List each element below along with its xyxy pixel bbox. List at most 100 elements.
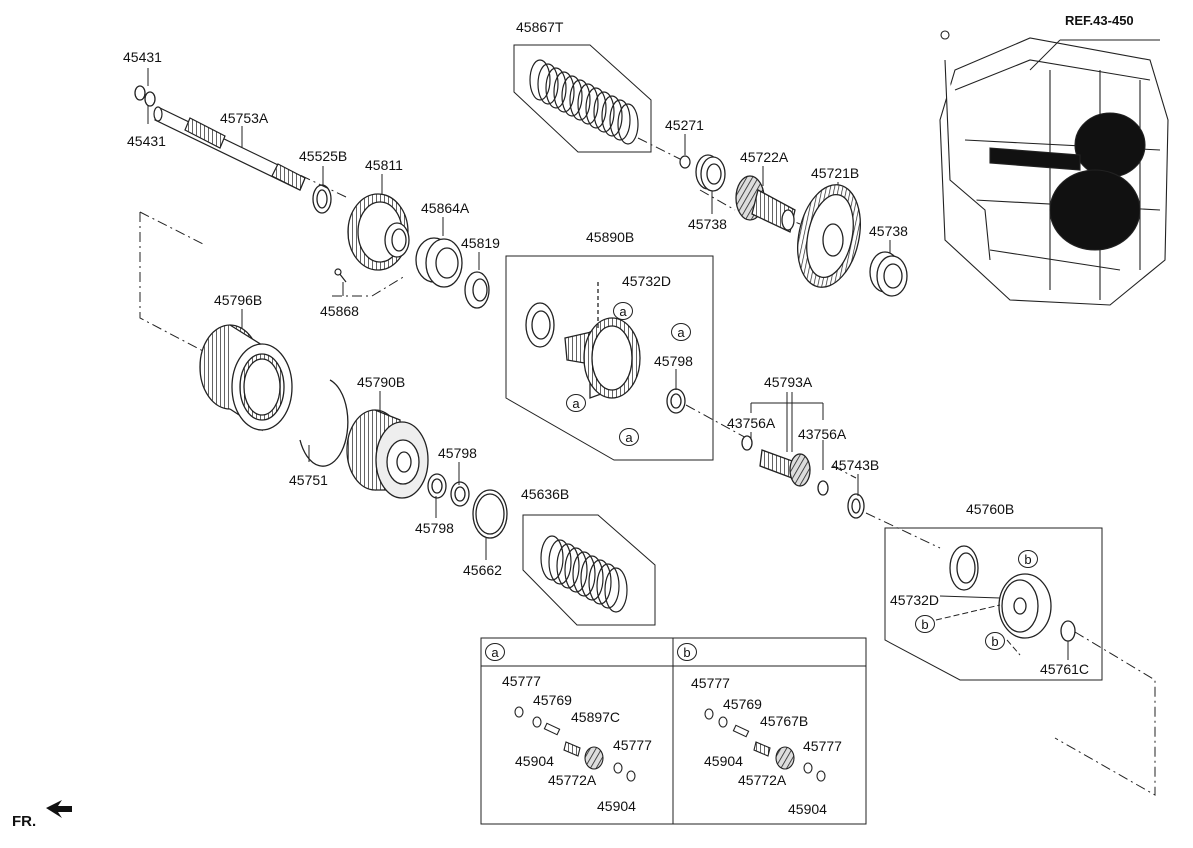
spring-45867T-drawing <box>529 59 639 145</box>
callout-b-1: b <box>1018 550 1038 568</box>
leader-45732D-b <box>939 595 1001 599</box>
detail-a-label-45904[interactable]: 45904 <box>597 798 636 814</box>
detail-b-label-45769[interactable]: 45769 <box>723 696 762 712</box>
part-label-45890B[interactable]: 45890B <box>586 229 635 245</box>
part-label-45819[interactable]: 45819 <box>461 235 500 251</box>
callout-a-4-label: a <box>625 430 633 445</box>
part-label-45732D[interactable]: 45732D <box>890 592 940 608</box>
callout-a-1-label: a <box>619 304 627 319</box>
part-label-45798[interactable]: 45798 <box>438 445 477 461</box>
part-label-45868[interactable]: 45868 <box>320 303 359 319</box>
callout-a-4: a <box>619 428 639 446</box>
spring-box-45867T <box>513 44 652 153</box>
transmission-assembly-drawing <box>939 30 1169 306</box>
detail-boxes <box>480 637 867 825</box>
leader-lines <box>147 68 1069 660</box>
differential-45890B-drawing <box>525 282 641 399</box>
callout-b-2-label: b <box>921 617 929 632</box>
detail-a-header-label: a <box>491 645 499 660</box>
callout-b-1-label: b <box>1024 552 1032 567</box>
washer-45662-drawing <box>472 489 508 539</box>
bearing-45738-drawings <box>695 154 908 297</box>
part-label-45738[interactable]: 45738 <box>688 216 727 232</box>
dash-dot-lines <box>139 137 1156 796</box>
washer-45743B-drawing <box>847 493 865 519</box>
part-label-45431[interactable]: 45431 <box>127 133 166 149</box>
callout-a-2: a <box>671 323 691 341</box>
part-label-43756A[interactable]: 43756A <box>798 426 847 442</box>
part-label-45761C[interactable]: 45761C <box>1040 661 1090 677</box>
detail-a-label-45772A[interactable]: 45772A <box>548 772 597 788</box>
dash-b1 <box>935 604 1001 621</box>
callout-a-3: a <box>566 394 586 412</box>
ring-gear-45796B-drawing <box>199 324 293 432</box>
detail-b-label-45777[interactable]: 45777 <box>691 675 730 691</box>
gear-45721B-drawing <box>797 184 861 288</box>
carrier-45760B-drawing <box>949 545 1076 642</box>
detail-a-label-45777[interactable]: 45777 <box>613 737 652 753</box>
part-label-45811[interactable]: 45811 <box>365 157 403 173</box>
part-label-45431[interactable]: 45431 <box>123 49 162 65</box>
spring-box-45636B <box>522 514 656 626</box>
detail-a-label-45777[interactable]: 45777 <box>502 673 541 689</box>
part-label-45271[interactable]: 45271 <box>665 117 704 133</box>
detail-b-parts <box>704 708 826 782</box>
snap-ring-45431-drawing <box>134 85 156 107</box>
detail-b-label-45772A[interactable]: 45772A <box>738 772 787 788</box>
carrier-box-45760B <box>884 527 1103 681</box>
detail-b-label-45904[interactable]: 45904 <box>788 801 827 817</box>
detail-a-header: a <box>485 643 505 661</box>
part-label-45867T[interactable]: 45867T <box>516 19 564 35</box>
front-marker: FR. <box>12 813 37 830</box>
detail-b-label-45767B[interactable]: 45767B <box>760 713 809 729</box>
detail-b-header-label: b <box>683 645 691 660</box>
callout-b-3: b <box>985 632 1005 650</box>
dash-b2 <box>1006 639 1021 656</box>
washer-45798-drawings <box>427 388 686 507</box>
snap-ring-45751-drawing <box>299 379 349 467</box>
callout-a-1: a <box>613 302 633 320</box>
part-label-45796B[interactable]: 45796B <box>214 292 263 308</box>
detail-a-label-45769[interactable]: 45769 <box>533 692 572 708</box>
pinion-45793A-drawing <box>741 435 829 496</box>
part-label-45738[interactable]: 45738 <box>869 223 908 239</box>
spring-45636B-drawing <box>540 535 628 613</box>
part-label-45662[interactable]: 45662 <box>463 562 502 578</box>
seal-45271-drawing <box>679 155 691 169</box>
part-label-45793A[interactable]: 45793A <box>764 374 813 390</box>
callout-b-3-label: b <box>991 634 999 649</box>
detail-b-label-45904[interactable]: 45904 <box>704 753 743 769</box>
reference-label[interactable]: REF.43-450 <box>1065 13 1134 28</box>
part-label-45722A[interactable]: 45722A <box>740 149 789 165</box>
part-label-43756A[interactable]: 43756A <box>727 415 776 431</box>
callout-b-2: b <box>915 615 935 633</box>
part-label-45721B[interactable]: 45721B <box>811 165 860 181</box>
ref-leader <box>1029 39 1061 71</box>
clutch-45790B-drawing <box>346 409 429 499</box>
washer-45525B-drawing <box>312 184 332 214</box>
part-label-45636B[interactable]: 45636B <box>521 486 570 502</box>
part-label-45798[interactable]: 45798 <box>654 353 693 369</box>
detail-a-parts <box>514 706 636 782</box>
part-label-45743B[interactable]: 45743B <box>831 457 880 473</box>
part-label-45790B[interactable]: 45790B <box>357 374 406 390</box>
part-label-45798[interactable]: 45798 <box>415 520 454 536</box>
detail-a-label-45897C[interactable]: 45897C <box>571 709 621 725</box>
part-label-45525B[interactable]: 45525B <box>299 148 348 164</box>
gear-45811-drawing <box>347 193 410 271</box>
part-label-45732D[interactable]: 45732D <box>622 273 672 289</box>
housing-45864A-drawing <box>415 237 463 288</box>
part-label-45753A[interactable]: 45753A <box>220 110 269 126</box>
detail-a-label-45904[interactable]: 45904 <box>515 753 554 769</box>
detail-b-header: b <box>677 643 697 661</box>
part-label-45760B[interactable]: 45760B <box>966 501 1015 517</box>
part-label-45864A[interactable]: 45864A <box>421 200 470 216</box>
front-arrow-icon <box>46 800 72 818</box>
bolt-45868-drawing <box>334 268 347 283</box>
pinion-45722A-drawing <box>735 175 796 233</box>
detail-b-label-45777[interactable]: 45777 <box>803 738 842 754</box>
part-label-45751[interactable]: 45751 <box>289 472 328 488</box>
bearing-45819-drawing <box>464 271 490 309</box>
